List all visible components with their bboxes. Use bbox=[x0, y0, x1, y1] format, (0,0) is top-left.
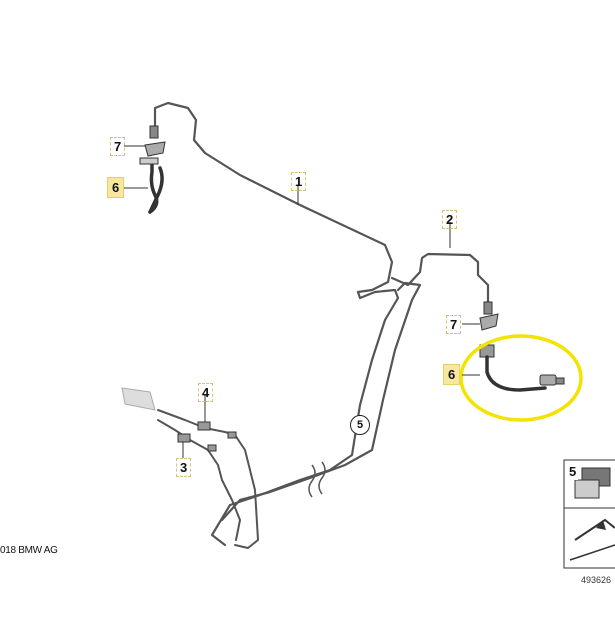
line-break-mark bbox=[308, 461, 326, 498]
callout-5-circle: 5 bbox=[350, 415, 370, 435]
callout-7-left: 7 bbox=[110, 137, 126, 156]
callout-4: 4 bbox=[198, 383, 214, 402]
brake-line-3-4 bbox=[157, 409, 259, 549]
callout-1: 1 bbox=[291, 172, 307, 191]
brake-line-2 bbox=[390, 252, 490, 304]
leader-lines bbox=[124, 145, 480, 458]
document-number: 493626 bbox=[581, 575, 612, 585]
callout-6-left: 6 bbox=[107, 177, 125, 198]
right-brake-hose bbox=[459, 301, 583, 422]
callout-2: 2 bbox=[442, 210, 458, 229]
left-brake-hose bbox=[139, 125, 166, 214]
callout-6-right: 6 bbox=[443, 364, 461, 385]
lower-fitting bbox=[121, 387, 237, 452]
copyright-text: 018 BMW AG bbox=[0, 545, 58, 556]
callout-3: 3 bbox=[176, 458, 192, 477]
brake-line-1 bbox=[153, 101, 422, 547]
inset-label-5: 5 bbox=[567, 463, 579, 480]
callout-7-right: 7 bbox=[446, 315, 462, 334]
